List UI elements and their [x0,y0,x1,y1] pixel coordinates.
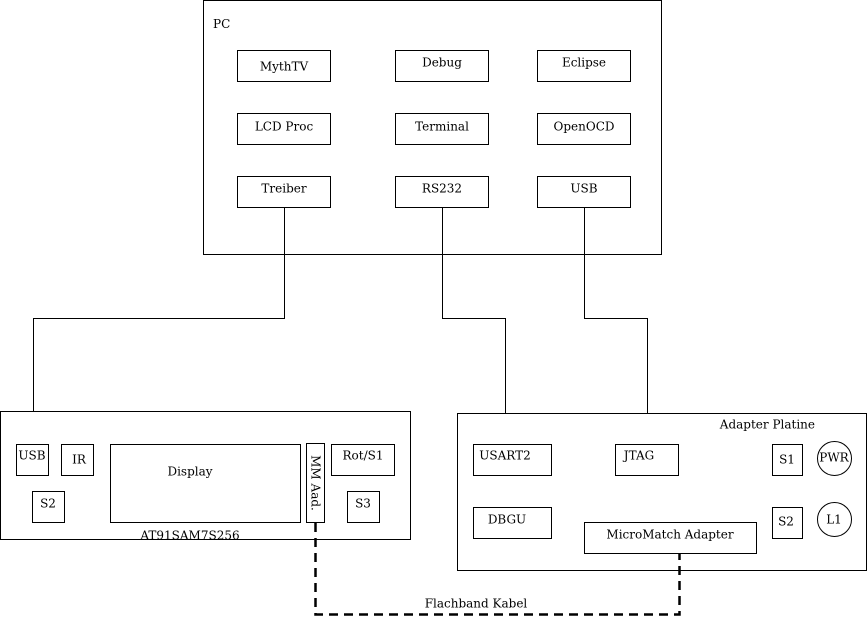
pc-block-openocd-label: OpenOCD [554,120,615,134]
board-s2-label: S2 [40,497,56,511]
adapter-l1-label: L1 [826,513,842,527]
pc-block-terminal: Terminal [395,113,489,145]
cable-label: Flachband Kabel [425,597,528,611]
adapter-dbgu: DBGU [473,507,552,539]
pc-block-eclipse-label: Eclipse [562,56,606,70]
pc-block-lcdproc: LCD Proc [237,113,331,145]
board-s3: S3 [347,491,380,523]
board-mm-label: MM Aad. [309,455,323,511]
adapter-jtag-label: JTAG [622,449,654,463]
adapter-micromatch: MicroMatch Adapter [584,522,757,554]
pc-block-treiber: Treiber [237,176,331,208]
adapter-jtag: JTAG [615,444,679,476]
board-title: AT91SAM7S256 [139,529,239,543]
pc-block-mythtv-label: MythTV [260,60,309,74]
board-group: USB IR Display S2 MM Aad. Rot/S1 S3 AT91… [0,411,411,543]
pc-block-rs232: RS232 [395,176,489,208]
adapter-micromatch-label: MicroMatch Adapter [606,528,733,542]
board-s2: S2 [32,491,65,523]
board-rot-s1: Rot/S1 [331,444,395,476]
adapter-s2-label: S2 [778,515,794,529]
adapter-usart2: USART2 [473,444,552,476]
board-rot-label: Rot/S1 [343,449,384,463]
pc-block-usb-label: USB [570,182,597,196]
pc-block-debug: Debug [395,50,489,82]
pc-title: PC [213,17,230,31]
pc-block-terminal-label: Terminal [415,120,469,134]
adapter-s1-label: S1 [779,453,795,467]
pc-block-rs232-label: RS232 [422,182,462,196]
adapter-title: Adapter Platine [719,418,815,432]
pc-block-debug-label: Debug [422,56,462,70]
adapter-pwr-label: PWR [819,451,849,465]
adapter-l1-led: L1 [817,502,852,537]
wire-usb-to-jtag [584,208,652,444]
wire-treiber-to-usb [29,208,285,444]
adapter-dbgu-label: DBGU [488,513,526,527]
board-usb: USB [16,444,49,476]
board-ir: IR [61,444,94,476]
board-ir-label: IR [72,453,87,467]
adapter-group: Adapter Platine USART2 JTAG S1 PWR DBGU … [457,413,867,571]
pc-block-lcdproc-label: LCD Proc [255,120,314,134]
pc-block-usb: USB [537,176,631,208]
adapter-s1: S1 [772,444,803,476]
adapter-pwr-led: PWR [817,441,852,476]
adapter-usart2-label: USART2 [479,449,530,463]
adapter-s2: S2 [772,507,803,539]
board-display-label: Display [167,465,212,479]
pc-block-mythtv: MythTV [237,50,331,82]
board-s3-label: S3 [355,497,371,511]
board-usb-label: USB [18,449,45,463]
board-display: Display [110,444,301,523]
wire-rs232-to-usart2 [442,208,510,444]
board-mm-adapter: MM Aad. [306,443,325,523]
pc-block-eclipse: Eclipse [537,50,631,82]
pc-block-treiber-label: Treiber [261,182,306,196]
pc-group: PC MythTV Debug Eclipse LCD Proc Termina… [203,0,662,255]
pc-block-openocd: OpenOCD [537,113,631,145]
flat-ribbon-cable [314,523,681,616]
